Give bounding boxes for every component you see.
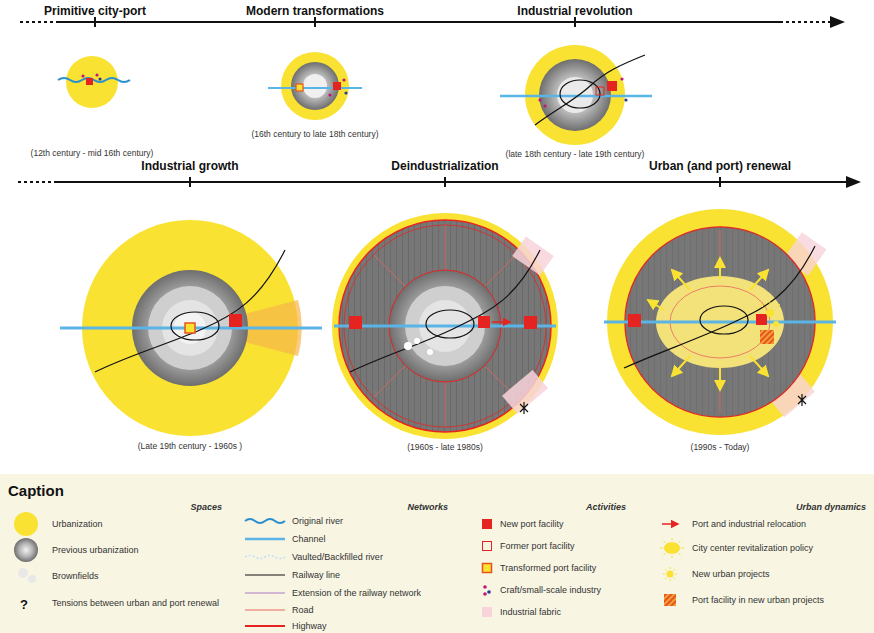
legend-sample: [675, 574, 677, 575]
legend-text: Previous urbanization: [52, 545, 139, 555]
stage-6: [604, 209, 836, 435]
question-mark: ?: [20, 598, 28, 613]
period-label: (late 18th century - late 19th century): [506, 150, 645, 160]
legend-sample: [662, 523, 678, 525]
legend-sample: [672, 538, 673, 541]
legend-text: Port facility in new urban projects: [692, 595, 824, 605]
legend-text: Tensions between urban and port renewal: [52, 598, 219, 608]
legend-sample: [245, 610, 285, 611]
legend-sample: [670, 579, 671, 581]
legend-sample: [483, 592, 487, 596]
column-heading: Spaces: [190, 502, 222, 512]
legend-text: New port facility: [500, 519, 564, 529]
legend-sample: [678, 553, 680, 555]
legend-sample: [674, 578, 675, 579]
period-label: (16th century to late 18th century): [251, 130, 378, 140]
legend-text: Extension of the railway network: [292, 588, 421, 598]
legend-sample: [245, 519, 285, 523]
period-label: (12th century - mid 16th century): [31, 149, 154, 159]
legend-sample: [660, 548, 663, 549]
legend-text: Railway line: [292, 570, 340, 580]
legend-sample: [28, 575, 36, 583]
legend-text: Transformed port facility: [500, 563, 596, 573]
legend-sample: [664, 542, 680, 554]
legend-sample: [483, 564, 492, 573]
legend-text: Road: [292, 605, 314, 615]
legend-text: Channel: [292, 534, 326, 544]
legend-text: Industrial fabric: [500, 607, 561, 617]
stage-5: [332, 213, 558, 439]
legend-text: Highway: [292, 621, 327, 631]
legend-text: Vaulted/Backfilled river: [292, 552, 383, 562]
legend-sample: [664, 594, 676, 606]
phase-label: Deindustrialization: [391, 160, 498, 174]
legend-sample: [674, 569, 675, 570]
phase-label: Urban (and port) renewal: [649, 160, 791, 174]
legend-sample: [670, 567, 671, 569]
legend-text: Brownfields: [52, 571, 99, 581]
legend-sample: [245, 556, 285, 559]
legend-swatch: [482, 519, 492, 529]
timeline: [18, 16, 861, 188]
legend-sample: [245, 625, 285, 627]
legend-sample: [678, 541, 680, 543]
phase-label: Industrial growth: [141, 160, 238, 174]
period-label: (1990s - Today): [691, 443, 750, 453]
legend-swatch: [482, 607, 492, 617]
stage-1: [58, 56, 130, 108]
period-label: (Late 19th century - 1960s ): [138, 442, 242, 452]
legend-panel: [0, 474, 874, 633]
legend-sample: [245, 574, 285, 575]
legend-sample: [245, 592, 285, 593]
legend-sample: [665, 569, 666, 570]
legend-sample: [483, 542, 492, 551]
legend-sample: [245, 538, 285, 541]
legend-text: New urban projects: [692, 569, 770, 579]
stage-3: [500, 45, 652, 145]
legend-sample: [483, 585, 487, 589]
legend-text: Port and industrial relocation: [692, 519, 806, 529]
legend-text: Original river: [292, 516, 343, 526]
legend-heading: Caption: [8, 482, 64, 499]
phase-label: Industrial revolution: [517, 5, 632, 19]
legend-swatch: [14, 512, 38, 536]
stage-2: [268, 52, 362, 120]
column-heading: Activities: [586, 502, 626, 512]
phase-label: Modern transformations: [246, 5, 384, 19]
phase-label: Primitive city-port: [44, 5, 146, 19]
period-label: (1960s - late 1980s): [407, 443, 483, 453]
legend-sample: [14, 538, 38, 562]
legend-sample: [664, 541, 666, 543]
legend-sample: [18, 568, 28, 578]
legend-text: Craft/small-scale industry: [500, 585, 601, 595]
legend-sample: [663, 574, 665, 575]
legend-text: Urbanization: [52, 519, 103, 529]
legend-sample: [665, 578, 666, 579]
column-heading: Networks: [407, 502, 448, 512]
legend-sample: [667, 571, 674, 578]
column-heading: Urban dynamics: [796, 502, 866, 512]
legend-sample: [681, 548, 684, 549]
stage-4: [60, 220, 322, 436]
legend-sample: [672, 556, 673, 559]
legend-sample: [487, 590, 491, 594]
legend-sample: [664, 553, 666, 555]
legend-text: City center revitalization policy: [692, 543, 813, 553]
legend-text: Former port facility: [500, 541, 575, 551]
